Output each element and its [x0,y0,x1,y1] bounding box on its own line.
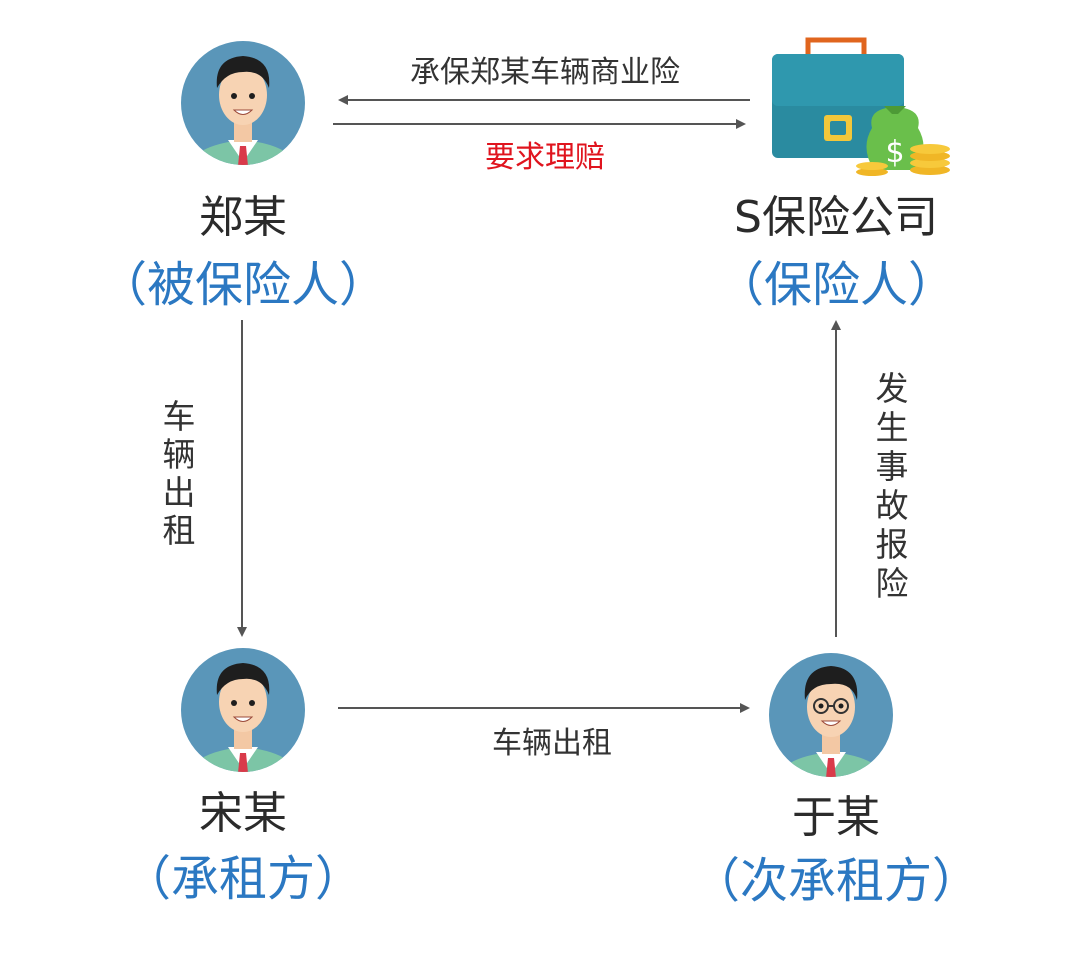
label-report: 发生事故报险 [876,369,909,603]
label-rent-vertical: 车辆出租 [163,397,196,550]
label-report-char: 发 [876,369,909,408]
name-yu: 于某 [792,792,880,843]
role-yu: （次承租方） [692,853,980,909]
avatar-yu [769,653,893,777]
briefcase-money-icon: $ [772,37,950,176]
role-song: （承租方） [123,851,363,907]
label-rent-vertical-char: 出 [163,473,196,512]
label-sublet: 车辆出租 [492,726,612,761]
label-rent-vertical-char: 车 [163,397,196,436]
label-report-char: 生 [876,408,909,447]
label-report-char: 事 [876,447,909,486]
label-report-char: 险 [876,564,909,603]
label-insure: 承保郑某车辆商业险 [410,55,680,90]
label-report-char: 故 [876,486,909,525]
name-song: 宋某 [199,788,287,839]
label-rent-vertical-char: 辆 [163,435,196,474]
svg-text:$: $ [885,135,904,170]
role-zheng: （被保险人） [99,257,387,313]
role-insurer: （保险人） [716,257,956,313]
name-zheng: 郑某 [199,192,287,243]
label-claim: 要求理赔 [485,140,605,175]
label-report-char: 报 [876,525,909,564]
label-rent-vertical-char: 租 [163,511,196,550]
avatar-zheng [181,41,305,165]
avatar-song [181,648,305,772]
name-insurer: S保险公司 [734,192,938,243]
